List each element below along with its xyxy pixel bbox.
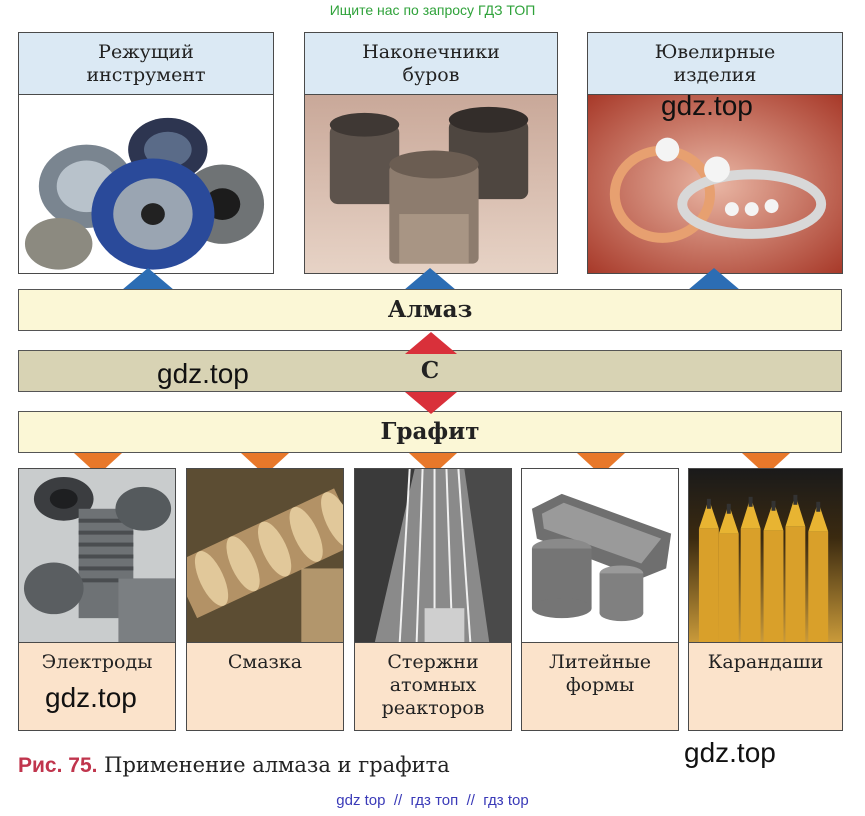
watermark: gdz.top bbox=[661, 90, 753, 121]
figure-caption-text: Применение алмаза и графита bbox=[104, 753, 450, 777]
figure-caption: Рис. 75. Применение алмаза и графита bbox=[18, 753, 450, 778]
watermark: gdz.top bbox=[157, 358, 249, 389]
drill-bits-image bbox=[305, 95, 557, 273]
reactor-rods-image bbox=[355, 469, 511, 643]
card-drill-bits: Наконечники буров bbox=[304, 32, 558, 274]
footer-links[interactable]: gdz top // гдз топ // гдз top bbox=[336, 792, 529, 809]
card-cutting-tool: Режущий инструмент bbox=[18, 32, 274, 274]
arrow-up-icon bbox=[688, 268, 740, 290]
arrow-up-icon bbox=[404, 268, 456, 290]
cutting-tool-image bbox=[19, 95, 273, 273]
lubricant-image bbox=[187, 469, 343, 643]
band-graphite: Графит bbox=[18, 411, 842, 453]
card-title: Ювелирные изделия bbox=[588, 33, 842, 95]
arrow-up-icon bbox=[122, 268, 174, 290]
watermark: gdz.top bbox=[45, 682, 137, 713]
arrow-down-icon bbox=[405, 392, 457, 414]
band-diamond: Алмаз bbox=[18, 289, 842, 331]
band-carbon: С bbox=[18, 350, 842, 392]
card-label: Карандаши bbox=[707, 651, 824, 673]
card-jewelry: Ювелирные изделия bbox=[587, 32, 843, 274]
watermark: gdz.top bbox=[684, 737, 776, 768]
card-title: Наконечники буров bbox=[305, 33, 557, 95]
card-label: Электроды bbox=[41, 651, 153, 673]
card-label: Литейные формы bbox=[549, 651, 651, 696]
top-banner: Ищите нас по запросу ГДЗ ТОП bbox=[329, 2, 536, 18]
jewelry-image bbox=[588, 95, 842, 273]
casting-molds-image bbox=[522, 469, 678, 643]
arrow-up-icon bbox=[405, 332, 457, 354]
card-lubricant: Смазка bbox=[186, 468, 344, 731]
pencils-image bbox=[689, 469, 842, 643]
card-casting-molds: Литейные формы bbox=[521, 468, 679, 731]
card-label: Смазка bbox=[227, 651, 303, 673]
card-title: Режущий инструмент bbox=[19, 33, 273, 95]
electrodes-image bbox=[19, 469, 175, 643]
card-pencils: Карандаши bbox=[688, 468, 843, 731]
card-reactor-rods: Стержни атомных реакторов bbox=[354, 468, 512, 731]
figure-number: Рис. 75. bbox=[18, 754, 98, 777]
card-label: Стержни атомных реакторов bbox=[381, 651, 485, 719]
card-electrodes: Электроды bbox=[18, 468, 176, 731]
